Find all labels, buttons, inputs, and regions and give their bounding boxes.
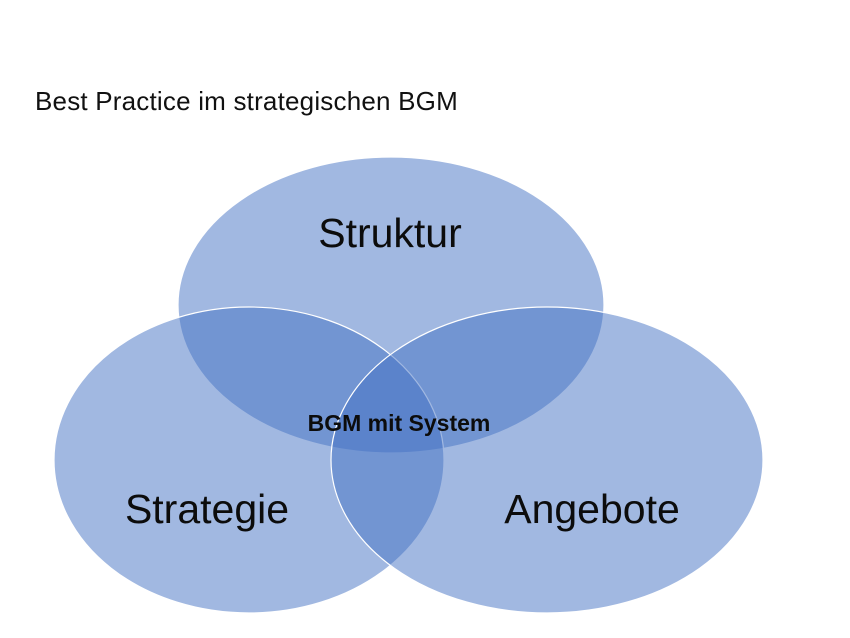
page-title: Best Practice im strategischen BGM [35,86,458,116]
venn-circle-angebote [330,306,764,614]
venn-label-struktur: Struktur [318,210,462,256]
venn-label-angebote: Angebote [504,486,680,532]
venn-center-label: BGM mit System [308,410,491,436]
venn-label-strategie: Strategie [125,486,289,532]
